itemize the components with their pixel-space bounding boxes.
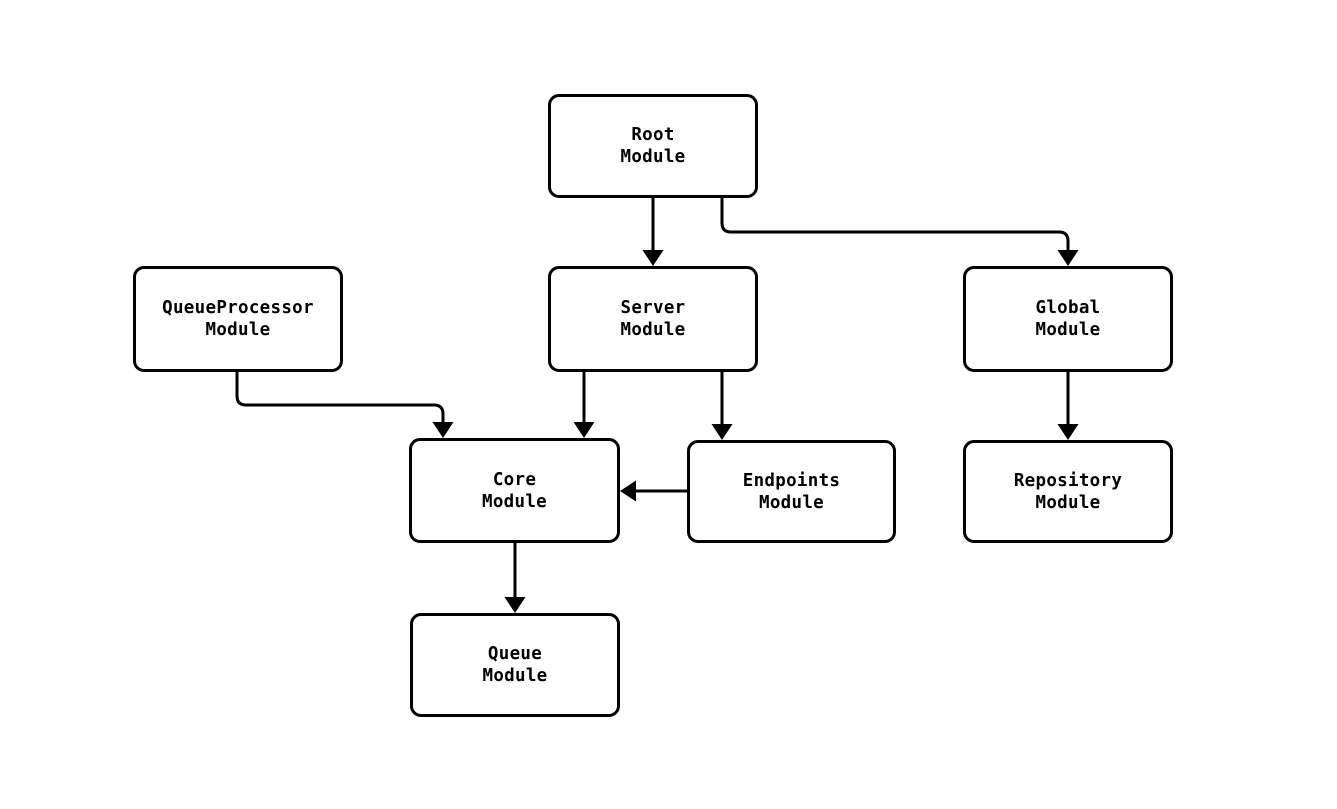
edge-server-to-endpoints-arrowhead [711, 424, 733, 440]
edge-global-to-repository-arrowhead [1057, 424, 1079, 440]
edge-core-to-queue-arrowhead [504, 597, 526, 613]
global-module-node-title: Global [1035, 298, 1101, 318]
server-module-node-title: Server [620, 298, 686, 318]
queue-module-node-subtitle: Module [482, 666, 548, 686]
repository-module-node-subtitle: Module [1035, 492, 1101, 513]
queueprocessor-module-node-subtitle: Module [205, 320, 271, 340]
core-module-node-subtitle: Module [481, 491, 547, 512]
core-module-node-title: Core [492, 469, 537, 490]
edge-queueprocessor-to-core [235, 372, 445, 430]
endpoints-module-node-title: Endpoints [742, 470, 841, 491]
edge-queueprocessor-to-core-arrowhead [432, 422, 454, 438]
edge-root-to-server-arrowhead [642, 250, 664, 266]
edge-root-to-global [720, 198, 1070, 258]
edge-endpoints-to-core-arrowhead [620, 480, 636, 502]
queueprocessor-module-node-title: QueueProcessor [162, 298, 314, 318]
queue-module-node-title: Queue [487, 644, 543, 664]
endpoints-module-node-subtitle: Module [758, 492, 824, 513]
server-module-node-subtitle: Module [620, 320, 686, 340]
root-module-node-subtitle: Module [620, 147, 686, 167]
global-module-node-subtitle: Module [1035, 320, 1101, 340]
repository-module-node-title: Repository [1013, 470, 1123, 491]
edge-server-to-core-arrowhead [573, 422, 595, 438]
root-module-node-title: Root [631, 125, 675, 145]
edge-root-to-global-arrowhead [1057, 250, 1079, 266]
